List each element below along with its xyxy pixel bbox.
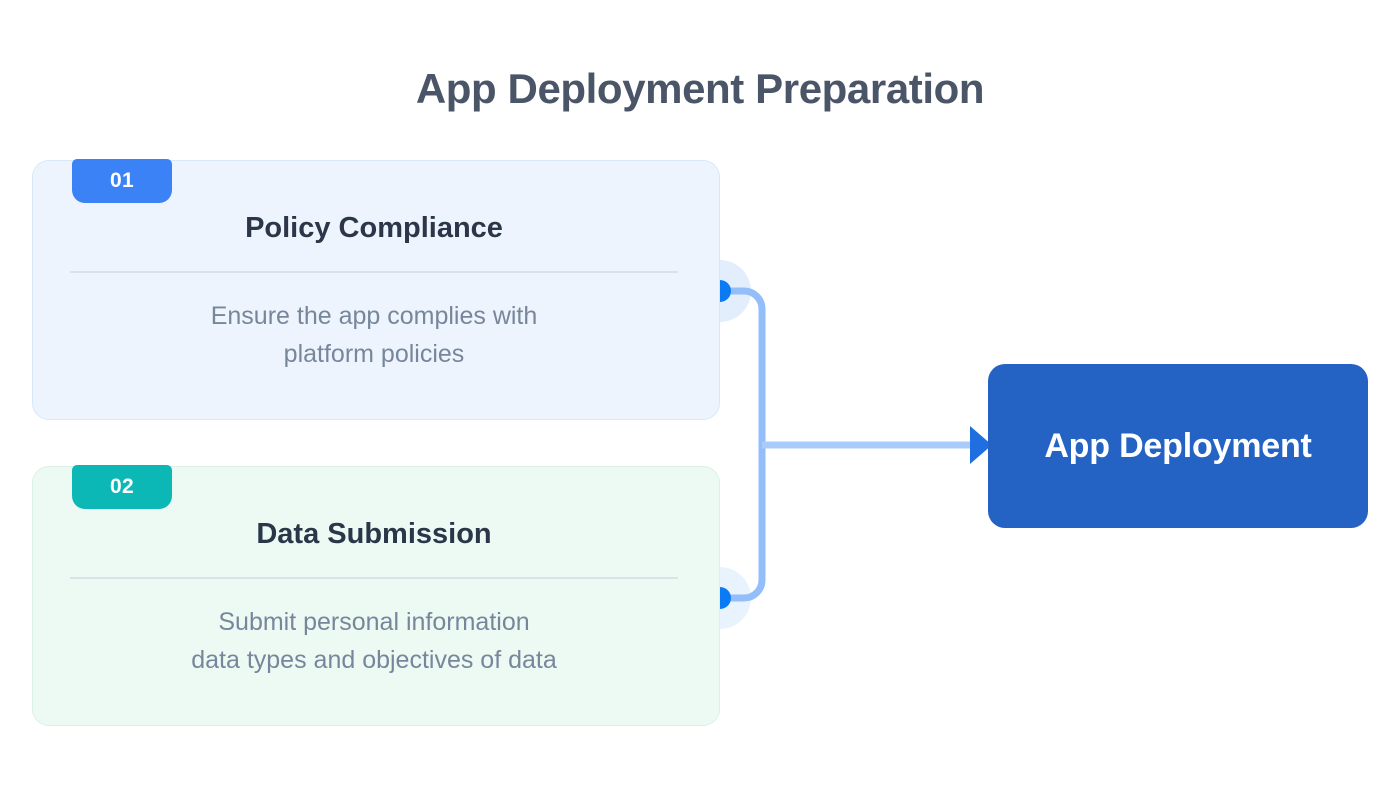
step-divider-1 [70,271,678,273]
step-number-badge-2: 02 [72,465,172,509]
step-title-1: Policy Compliance [245,212,503,244]
connector-bracket-path [716,287,766,602]
step-description-2: Submit personal information data types a… [191,608,557,674]
step-card-1[interactable]: 01 Policy Compliance Ensure the app comp… [32,159,720,420]
target-node-app-deployment[interactable]: App Deployment [988,364,1368,528]
step-card-2[interactable]: 02 Data Submission Submit personal infor… [32,465,720,726]
target-node-label: App Deployment [1044,426,1312,465]
step-description-1: Ensure the app complies with platform po… [210,302,538,368]
step-number-badge-1: 01 [72,159,172,203]
step-divider-2 [70,577,678,579]
page-title: App Deployment Preparation [415,65,985,112]
step-title-2: Data Submission [256,518,492,550]
